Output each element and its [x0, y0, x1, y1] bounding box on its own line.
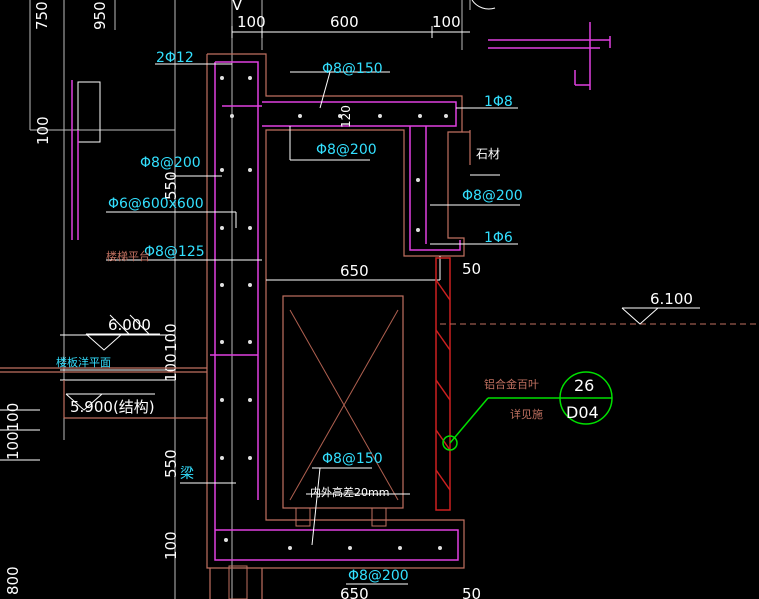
dim-550-lower: 550 [162, 449, 180, 478]
note-alu2: 详见施 [510, 407, 543, 421]
rebar-phi8-150-top: Φ8@150 [322, 61, 383, 77]
rebar-phi8-200-b: Φ8@200 [140, 155, 201, 171]
note-alu1: 铝合金百叶 [484, 377, 539, 391]
note-platform: 楼梯平台 [106, 249, 150, 263]
note-beam: 梁 [180, 466, 194, 482]
note-height: 内外高差20mm [310, 485, 389, 499]
dim-750: 750 [33, 1, 51, 30]
rebar-phi6-600: Φ6@600x600 [108, 196, 204, 212]
dim-800: 800 [4, 566, 22, 595]
rebar-1phi6: 1Φ6 [484, 230, 513, 246]
landing-label: 楼板洋平面 [56, 355, 111, 369]
dim-top-right: 100 [432, 13, 461, 31]
dim-100-left: 100 [34, 116, 52, 145]
dim-100-bottom: 100 [162, 531, 180, 560]
dim-50-mid: 50 [462, 260, 481, 278]
callout-sheet: D04 [566, 403, 599, 422]
axis-label: V [232, 0, 243, 14]
level-6100: 6.100 [650, 290, 693, 308]
dim-100-mid: 100 [162, 323, 180, 352]
dim-50-bottom: 50 [462, 585, 481, 599]
level-6000: 6.000 [108, 316, 151, 334]
dim-top-left: 100 [237, 13, 266, 31]
rebar-phi8-200-a: Φ8@200 [316, 142, 377, 158]
rebar-phi8-200-c: Φ8@200 [462, 188, 523, 204]
note-stone: 石材 [476, 147, 500, 161]
dim-120: 120 [339, 105, 353, 128]
rebar-2phi12: 2Φ12 [156, 50, 194, 66]
dim-650-mid: 650 [340, 262, 369, 280]
rebar-phi8-125: Φ8@125 [144, 244, 205, 260]
dim-950: 950 [91, 1, 109, 30]
callout-number: 26 [574, 376, 594, 395]
level-5900: 5.900(结构) [70, 398, 155, 416]
dim-650-bottom: 650 [340, 585, 369, 599]
rebar-phi8-150-bot: Φ8@150 [322, 451, 383, 467]
dim-top-mid: 600 [330, 13, 359, 31]
dim-550-upper: 550 [162, 171, 180, 200]
dim-100100: 100100 [4, 403, 22, 460]
rebar-phi8-200-bot: Φ8@200 [348, 568, 409, 584]
rebar-1phi8: 1Φ8 [484, 94, 513, 110]
